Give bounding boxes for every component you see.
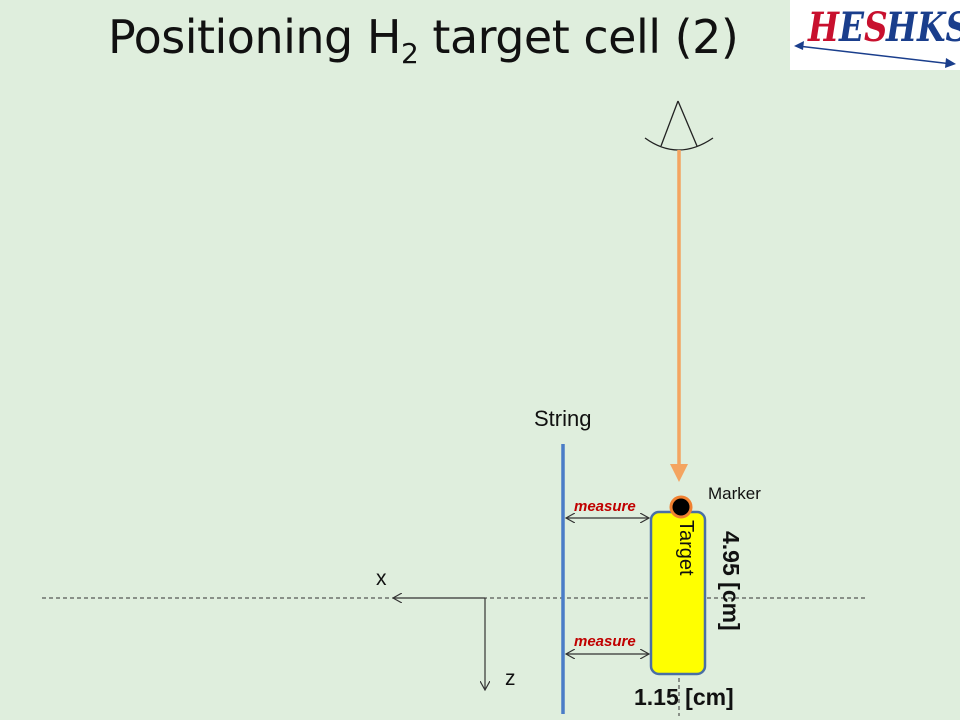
page-title: Positioning H2 target cell (2): [108, 10, 739, 70]
marker-label: Marker: [708, 484, 761, 503]
target-height-label: 4.95 [cm]: [718, 531, 744, 631]
marker-ball: [669, 495, 693, 519]
logo-hes-text: HES: [808, 4, 888, 51]
target-label: Target: [675, 520, 697, 576]
logo-hks-text: HKS: [886, 4, 960, 51]
z-axis-label: z: [505, 667, 516, 690]
measure-label-top: measure: [574, 498, 636, 515]
x-axis-label: x: [376, 567, 387, 590]
hes-hks-logo: HES HKS: [790, 0, 960, 70]
string-label: String: [534, 406, 592, 431]
camera-icon: [644, 100, 714, 151]
title-subscript: 2: [400, 37, 419, 70]
title-main: Positioning H: [108, 10, 401, 64]
logo-arrows: [794, 41, 956, 68]
view-beam-arrow: [670, 150, 688, 482]
target-width-label: 1.15 [cm]: [634, 684, 734, 710]
measure-label-bottom: measure: [574, 633, 636, 650]
title-rest: target cell (2): [418, 10, 739, 64]
